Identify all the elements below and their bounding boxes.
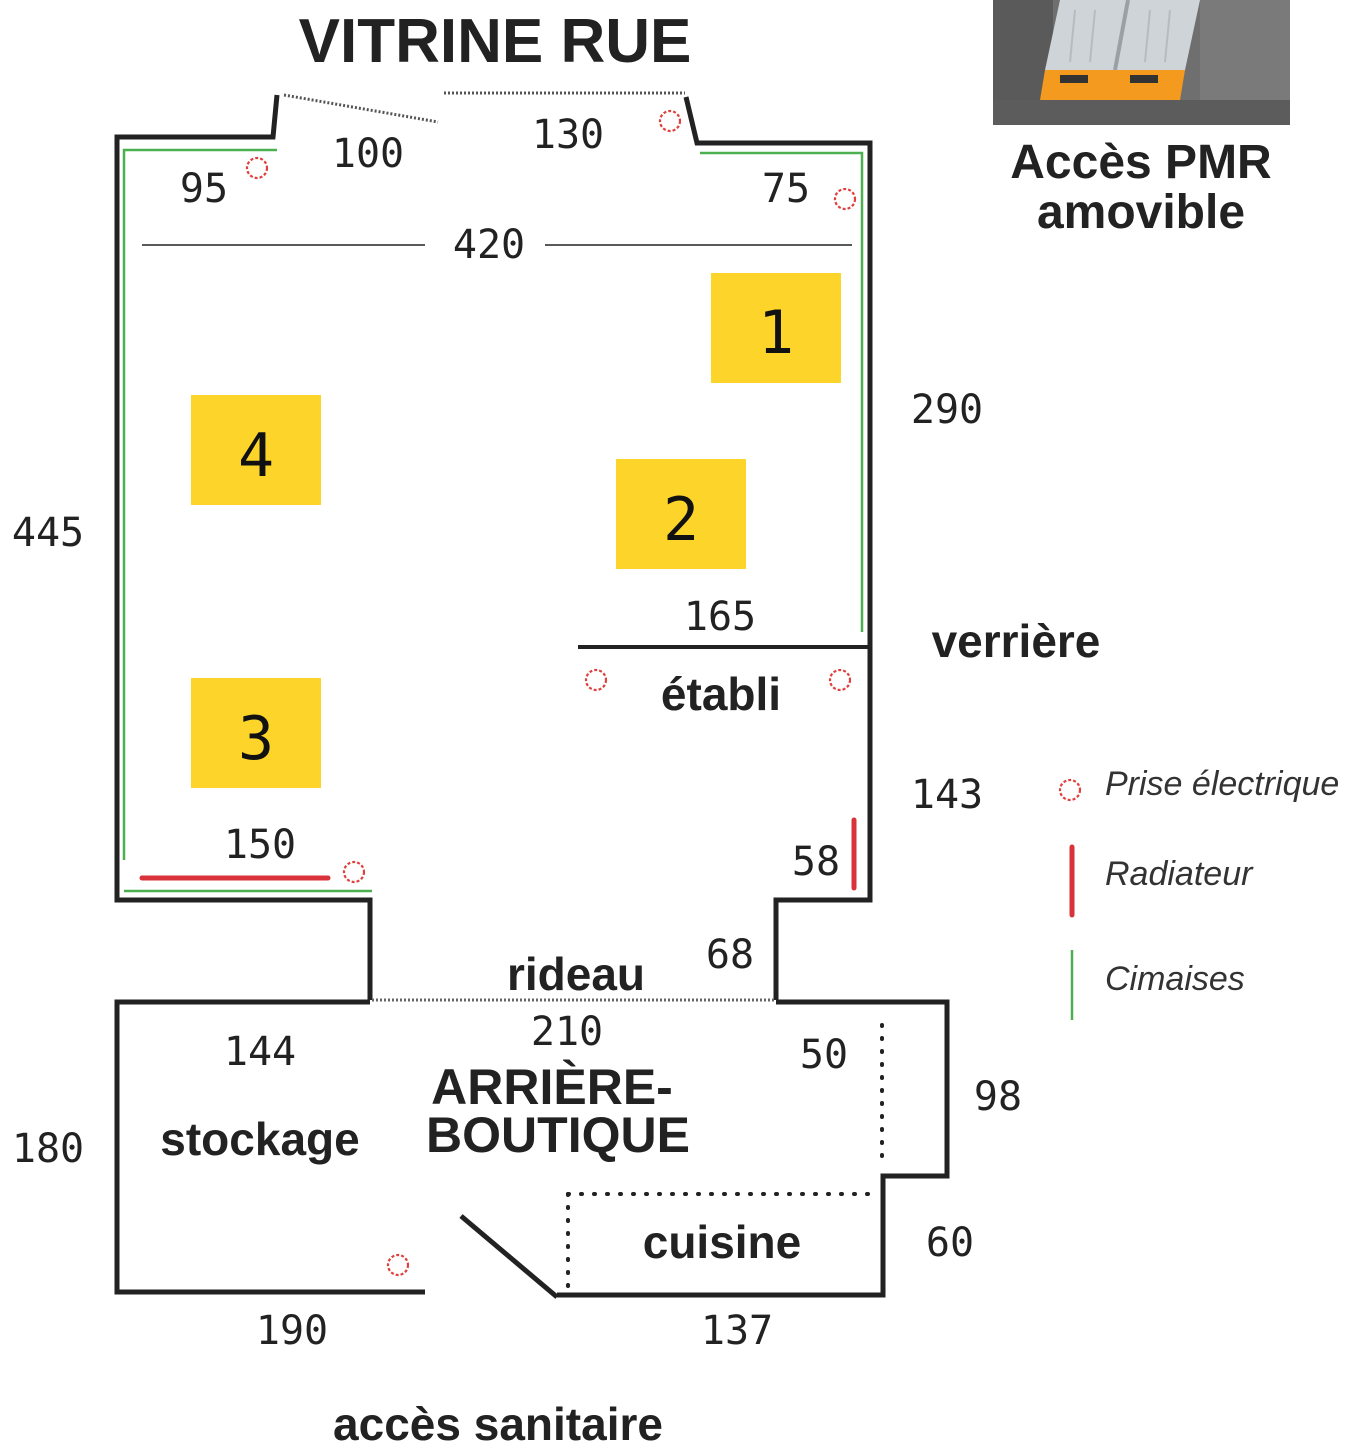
label-arriere-boutique-2: BOUTIQUE xyxy=(426,1107,690,1163)
cimaise-left xyxy=(122,148,277,860)
pmr-line1: Accès PMR xyxy=(1010,136,1271,189)
label-etabli: établi xyxy=(661,668,781,720)
dim-50: 50 xyxy=(800,1032,848,1078)
dim-130: 130 xyxy=(532,112,604,158)
dim-143: 143 xyxy=(911,772,983,818)
front-room-walls-right xyxy=(683,96,873,1000)
dim-58: 58 xyxy=(792,839,840,885)
dim-180: 180 xyxy=(12,1126,84,1172)
dim-137: 137 xyxy=(701,1308,773,1354)
label-cuisine: cuisine xyxy=(643,1216,802,1268)
front-room-walls xyxy=(114,94,373,1000)
zone-3: 3 xyxy=(191,678,321,788)
ramp-photo xyxy=(993,0,1290,125)
dim-98: 98 xyxy=(974,1074,1022,1120)
zone-1-label: 1 xyxy=(758,298,794,368)
cimaise-right xyxy=(700,151,864,632)
dim-60: 60 xyxy=(926,1220,974,1266)
dim-144: 144 xyxy=(224,1029,296,1075)
outlet-icon xyxy=(342,860,366,884)
dim-95: 95 xyxy=(180,166,228,212)
outlet-icon xyxy=(833,187,857,211)
outlet-icon xyxy=(386,1253,410,1277)
plan-title: VITRINE RUE xyxy=(299,7,692,76)
zone-2: 2 xyxy=(616,459,746,569)
dim-165: 165 xyxy=(684,594,756,640)
legend-prise: Prise électrique xyxy=(1105,765,1339,803)
outlet-icon xyxy=(245,156,269,180)
outlet-icon xyxy=(658,109,682,133)
zone-2-label: 2 xyxy=(663,485,699,555)
label-rideau: rideau xyxy=(507,948,645,1000)
legend-radiateur: Radiateur xyxy=(1105,855,1254,893)
outlet-icon xyxy=(828,668,852,692)
dim-75: 75 xyxy=(762,166,810,212)
label-verriere: verrière xyxy=(932,615,1101,667)
dim-420: 420 xyxy=(453,222,525,268)
window-left xyxy=(283,93,439,124)
zone-4-label: 4 xyxy=(238,421,274,491)
legend-outlet-icon xyxy=(1058,778,1082,802)
dim-68: 68 xyxy=(706,932,754,978)
dim-290: 290 xyxy=(911,387,983,433)
label-arriere-boutique-1: ARRIÈRE- xyxy=(431,1059,673,1115)
outlet-icon xyxy=(584,668,608,692)
dim-210: 210 xyxy=(531,1009,603,1055)
back-room-walls-right xyxy=(557,999,950,1298)
legend-cimaises: Cimaises xyxy=(1105,960,1245,998)
dim-150: 150 xyxy=(224,822,296,868)
legend: Prise électrique Radiateur Cimaises xyxy=(1058,765,1339,1020)
dim-100: 100 xyxy=(332,131,404,177)
door-swing xyxy=(459,1214,559,1299)
back-room-walls xyxy=(114,999,425,1295)
pmr-line2: amovible xyxy=(1037,186,1245,239)
zone-3-label: 3 xyxy=(238,704,274,774)
label-stockage: stockage xyxy=(160,1113,359,1165)
label-acces-sanitaire: accès sanitaire xyxy=(333,1398,663,1450)
dim-445: 445 xyxy=(12,510,84,556)
zone-4: 4 xyxy=(191,395,321,505)
dim-190: 190 xyxy=(256,1308,328,1354)
zone-1: 1 xyxy=(711,273,841,383)
